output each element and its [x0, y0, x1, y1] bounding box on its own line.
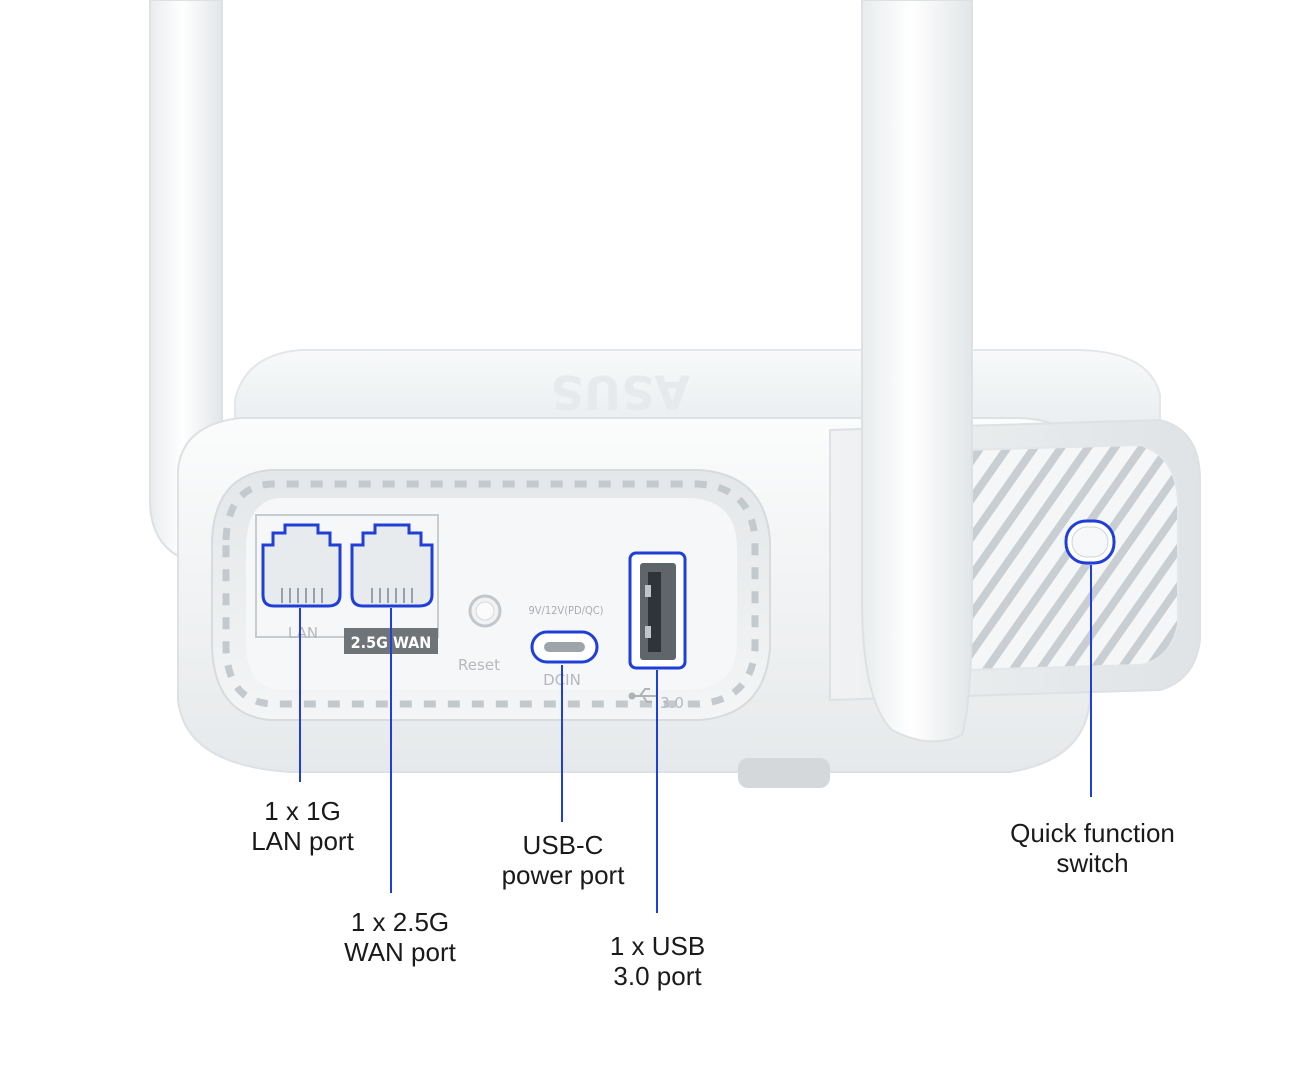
wan-callout: 1 x 2.5G WAN port	[320, 907, 480, 967]
lan-callout-line1: 1 x 1G	[264, 796, 341, 826]
reset-button: Reset	[458, 594, 502, 674]
switch-callout-line1: Quick function	[1010, 818, 1175, 848]
usb-port: 3.0	[628, 551, 687, 712]
usbc-callout-line2: power port	[501, 860, 625, 890]
usbc-port: 9V/12V(PD/QC) DCIN	[528, 604, 603, 689]
switch-callout: Quick function switch	[990, 818, 1195, 878]
wan-callout-line2: WAN port	[344, 937, 456, 967]
usbc-callout-line1: USB-C	[522, 830, 604, 860]
callout-lines	[299, 565, 1092, 913]
usb-callout-line2: 3.0 port	[613, 961, 702, 991]
switch-callout-line2: switch	[1056, 848, 1129, 878]
lan-callout: 1 x 1G LAN port	[230, 796, 375, 856]
foot-center	[738, 758, 830, 788]
usb-callout-line1: 1 x USB	[609, 931, 706, 961]
usbc-callout: USB-C power port	[478, 830, 648, 890]
right-antenna	[861, 0, 973, 743]
usb-callout: 1 x USB 3.0 port	[585, 931, 730, 991]
quick-function-switch	[1064, 519, 1116, 565]
lan-callout-line2: LAN port	[251, 826, 354, 856]
usb-trident-icon	[628, 688, 656, 703]
logo-emboss: ASUS	[551, 365, 690, 419]
wan-callout-line1: 1 x 2.5G	[350, 907, 450, 937]
power-spec-label: 9V/12V(PD/QC)	[528, 604, 603, 617]
usb-label: 3.0	[660, 694, 684, 712]
lan-port: LAN	[261, 523, 342, 642]
lan-port-label: LAN	[288, 624, 318, 642]
reset-label: Reset	[458, 656, 500, 674]
